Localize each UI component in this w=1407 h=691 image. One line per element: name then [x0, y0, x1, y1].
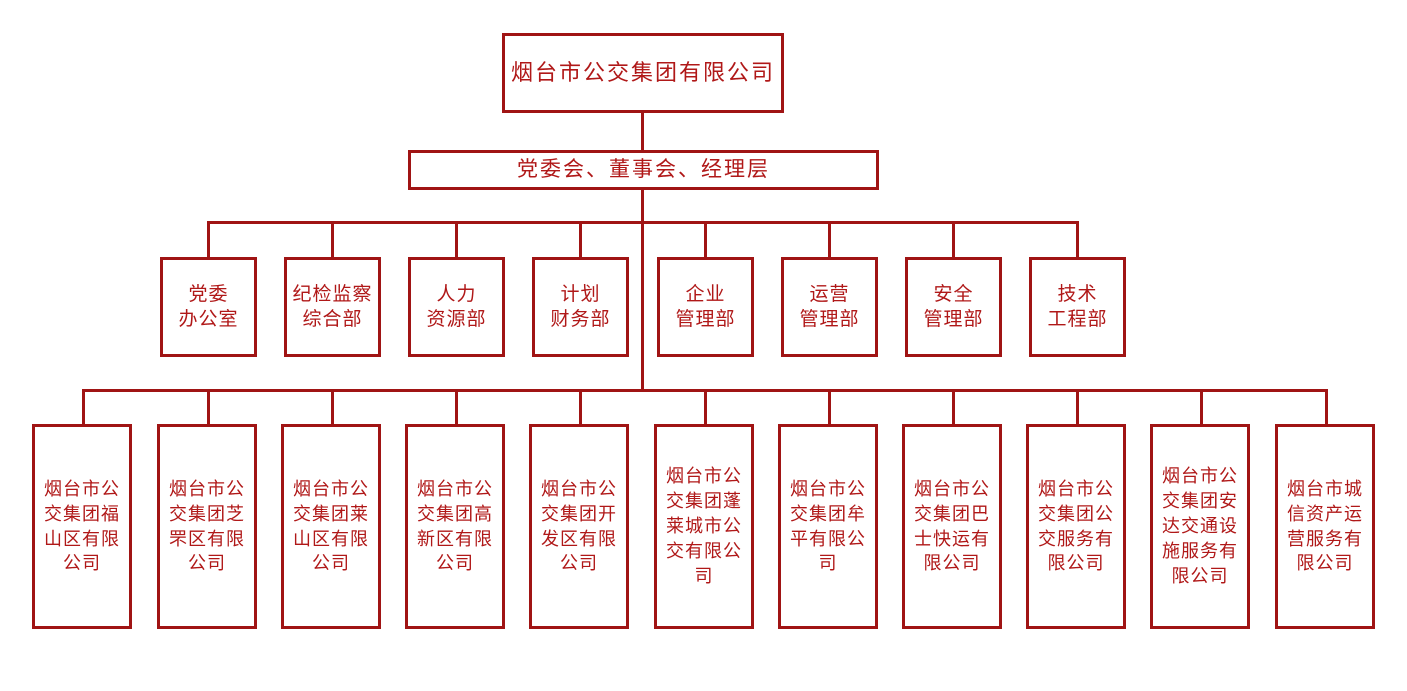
node-subsidiary-label: 烟台市公交集团蓬莱城市公交有限公司	[666, 466, 742, 586]
node-department-label: 人力 资源部	[426, 283, 487, 330]
connector-sub-6	[704, 389, 707, 425]
connector-dept-1	[207, 221, 210, 257]
connector-sub-1	[82, 389, 85, 425]
node-department-label: 运营 管理部	[799, 283, 860, 330]
node-department-label: 计划 财务部	[550, 283, 611, 330]
connector-sub-3	[331, 389, 334, 425]
connector-dept-7	[952, 221, 955, 257]
node-department-label: 技术 工程部	[1047, 283, 1108, 330]
connector-sub-7	[828, 389, 831, 425]
node-subsidiary-chengxin-assets[interactable]: 烟台市城信资产运营服务有限公司	[1275, 424, 1375, 629]
node-department-label: 党委 办公室	[178, 283, 239, 330]
node-subsidiary-label: 烟台市公交集团安达交通设施服务有限公司	[1162, 466, 1238, 586]
connector-root-to-board	[641, 113, 644, 150]
node-subsidiary-label: 烟台市城信资产运营服务有限公司	[1287, 478, 1363, 574]
node-subsidiary-fushan[interactable]: 烟台市公交集团福山区有限公司	[32, 424, 132, 629]
connector-sub-11	[1325, 389, 1328, 425]
node-subsidiary-transit-service[interactable]: 烟台市公交集团公交服务有限公司	[1026, 424, 1126, 629]
node-department-operations-management[interactable]: 运营 管理部	[781, 257, 878, 357]
connector-sub-4	[455, 389, 458, 425]
connector-sub-5	[579, 389, 582, 425]
node-subsidiary-bus-express[interactable]: 烟台市公交集团巴士快运有限公司	[902, 424, 1002, 629]
node-governance-board-label: 党委会、董事会、经理层	[517, 157, 770, 182]
connector-board-down	[641, 190, 644, 390]
node-root-company[interactable]: 烟台市公交集团有限公司	[502, 33, 784, 113]
node-subsidiary-gaoxin[interactable]: 烟台市公交集团高新区有限公司	[405, 424, 505, 629]
node-subsidiary-label: 烟台市公交集团开发区有限公司	[541, 478, 617, 574]
node-subsidiary-penglai[interactable]: 烟台市公交集团蓬莱城市公交有限公司	[654, 424, 754, 629]
node-subsidiary-label: 烟台市公交集团牟平有限公司	[790, 478, 866, 574]
connector-dept-6	[828, 221, 831, 257]
node-department-party-office[interactable]: 党委 办公室	[160, 257, 257, 357]
node-subsidiary-label: 烟台市公交集团福山区有限公司	[44, 478, 120, 574]
node-subsidiary-anda-facilities[interactable]: 烟台市公交集团安达交通设施服务有限公司	[1150, 424, 1250, 629]
node-root-company-label: 烟台市公交集团有限公司	[510, 60, 775, 86]
connector-dept-5	[704, 221, 707, 257]
node-department-human-resources[interactable]: 人力 资源部	[408, 257, 505, 357]
node-subsidiary-label: 烟台市公交集团芝罘区有限公司	[169, 478, 245, 574]
node-subsidiary-label: 烟台市公交集团高新区有限公司	[417, 478, 493, 574]
connector-dept-2	[331, 221, 334, 257]
node-subsidiary-zhifu[interactable]: 烟台市公交集团芝罘区有限公司	[157, 424, 257, 629]
department-bus	[207, 221, 1079, 224]
node-department-safety-management[interactable]: 安全 管理部	[905, 257, 1002, 357]
node-subsidiary-label: 烟台市公交集团巴士快运有限公司	[914, 478, 990, 574]
connector-dept-4	[579, 221, 582, 257]
node-department-label: 安全 管理部	[923, 283, 984, 330]
node-department-label: 纪检监察 综合部	[292, 283, 373, 330]
node-department-planning-finance[interactable]: 计划 财务部	[532, 257, 629, 357]
node-subsidiary-kaifaqu[interactable]: 烟台市公交集团开发区有限公司	[529, 424, 629, 629]
node-subsidiary-label: 烟台市公交集团公交服务有限公司	[1038, 478, 1114, 574]
node-governance-board[interactable]: 党委会、董事会、经理层	[408, 150, 879, 190]
node-department-discipline-inspection[interactable]: 纪检监察 综合部	[284, 257, 381, 357]
connector-dept-3	[455, 221, 458, 257]
node-department-label: 企业 管理部	[675, 283, 736, 330]
connector-sub-2	[207, 389, 210, 425]
node-subsidiary-muping[interactable]: 烟台市公交集团牟平有限公司	[778, 424, 878, 629]
node-department-enterprise-management[interactable]: 企业 管理部	[657, 257, 754, 357]
connector-sub-9	[1076, 389, 1079, 425]
connector-sub-10	[1200, 389, 1203, 425]
node-subsidiary-laishan[interactable]: 烟台市公交集团莱山区有限公司	[281, 424, 381, 629]
connector-dept-8	[1076, 221, 1079, 257]
node-department-technology-engineering[interactable]: 技术 工程部	[1029, 257, 1126, 357]
connector-sub-8	[952, 389, 955, 425]
node-subsidiary-label: 烟台市公交集团莱山区有限公司	[293, 478, 369, 574]
